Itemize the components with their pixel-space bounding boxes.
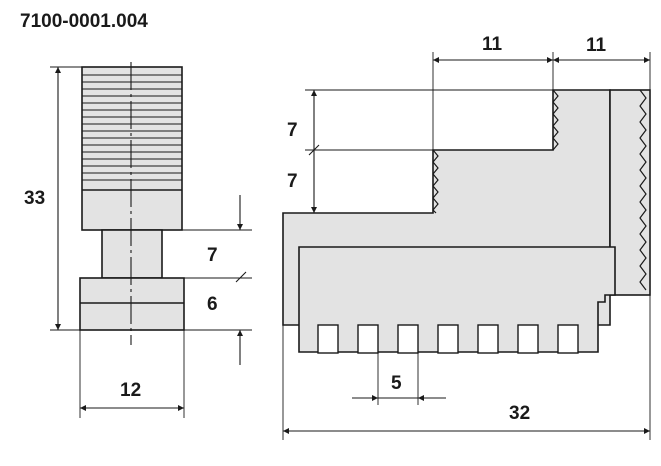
serration-step-low: [432, 149, 439, 214]
dim-side-overall: 32: [509, 403, 530, 424]
dim-side-tooth-width: 11: [586, 35, 607, 56]
serration-jaw: [639, 89, 647, 291]
dim-front-height: 33: [24, 188, 45, 209]
front-serration-lines: [82, 74, 182, 191]
front-base: [79, 277, 185, 331]
side-view: 11 11 7 7 5 32: [282, 34, 651, 440]
dim-side-pitch: 5: [391, 373, 402, 394]
dim-side-upper-step: 7: [287, 120, 298, 141]
serration-step-high: [552, 89, 559, 151]
dim-front-base: 6: [207, 294, 218, 315]
front-view: 33 7 6 12: [24, 62, 252, 418]
dim-side-step-width: 11: [482, 34, 503, 55]
side-teeth: [317, 324, 579, 354]
dim-side-lower-step: 7: [287, 171, 298, 192]
dim-front-width: 12: [120, 380, 141, 401]
front-neck: [101, 229, 163, 279]
dim-front-neck: 7: [207, 245, 218, 266]
front-serrated-block: [81, 66, 183, 231]
part-number: 7100-0001.004: [20, 11, 148, 32]
side-right-jaw: [609, 89, 651, 296]
